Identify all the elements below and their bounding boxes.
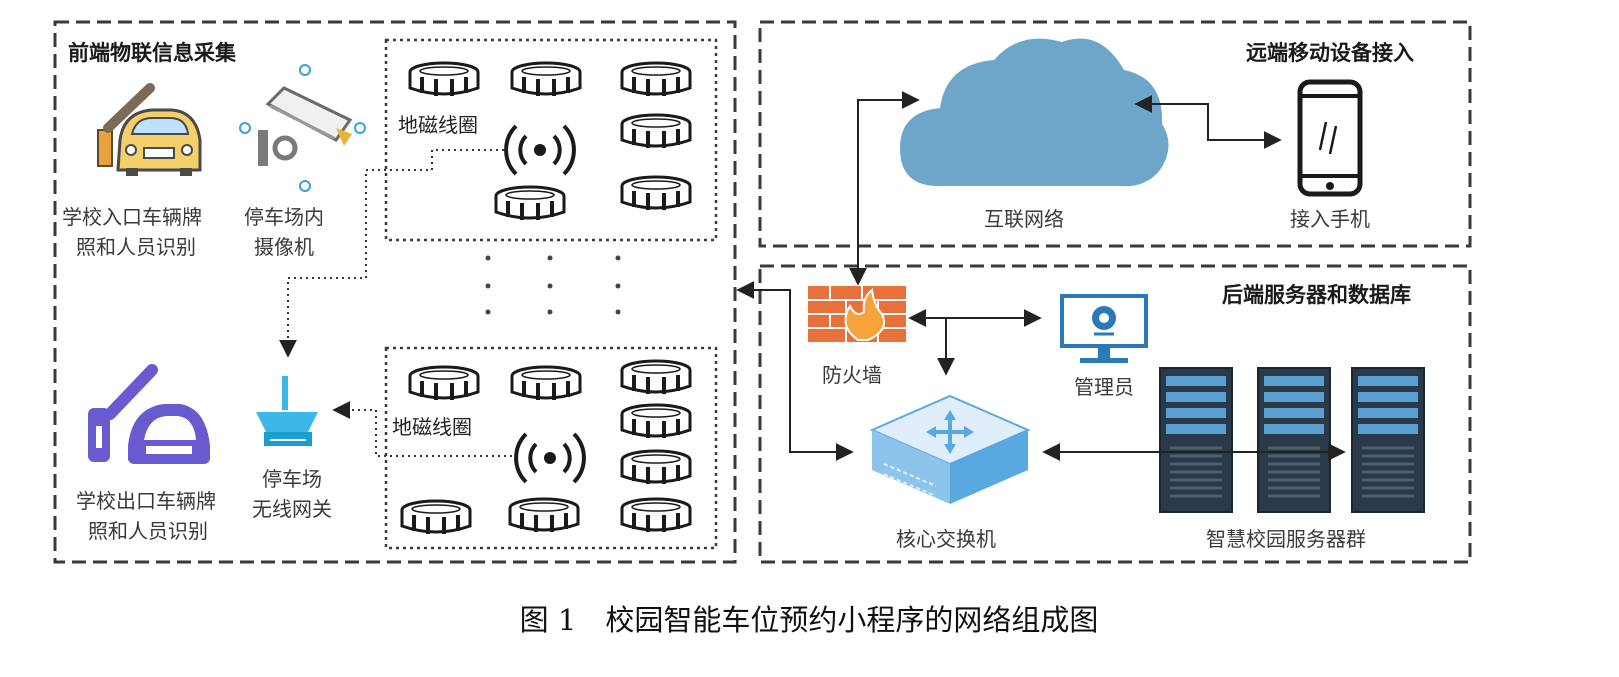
sensor-puck-icon — [400, 499, 472, 536]
frontend-section-title: 前端物联信息采集 — [68, 41, 237, 65]
sensor-puck-icon — [620, 113, 692, 150]
sensor-puck-icon — [408, 365, 480, 402]
sensor-puck-icon — [494, 185, 566, 222]
camera-label-line2: 摄像机 — [254, 235, 314, 259]
exit-label-line1: 学校出口车辆牌 — [76, 489, 216, 513]
entrance-gate-icon — [97, 83, 202, 176]
entrance-label-line1: 学校入口车辆牌 — [62, 205, 202, 229]
cloud-icon — [900, 38, 1169, 187]
server-icon — [1350, 366, 1426, 514]
core-switch-icon — [869, 394, 1031, 504]
figure-caption: 图 1 校园智能车位预约小程序的网络组成图 — [520, 603, 1099, 637]
admin-monitor-icon — [1060, 294, 1148, 363]
wireless-gateway-icon — [256, 376, 318, 446]
camera-icon — [239, 64, 366, 192]
wireless-signal-icon — [504, 124, 576, 176]
frontend-section-border — [53, 20, 737, 564]
admin-label: 管理员 — [1074, 375, 1134, 399]
firewall-label: 防火墙 — [822, 363, 882, 387]
sensor-puck-icon — [620, 403, 692, 440]
backend-section-title: 后端服务器和数据库 — [1222, 283, 1411, 307]
sensor-group-top-box — [384, 38, 718, 242]
exit-label-line2: 照和人员识别 — [88, 519, 208, 543]
phone-label: 接入手机 — [1290, 207, 1370, 231]
remote-section-title: 远端移动设备接入 — [1246, 41, 1414, 65]
entrance-label-line2: 照和人员识别 — [76, 235, 196, 259]
sensor-puck-icon — [620, 61, 692, 98]
firewall-icon — [808, 286, 906, 342]
sensor-top-to-gateway-connector — [279, 149, 504, 358]
sensor-group-top-label: 地磁线圈 — [398, 113, 478, 137]
server-icon — [1256, 366, 1332, 514]
sensor-bottom-to-gateway-connector — [332, 401, 512, 457]
server-icon — [1158, 366, 1234, 514]
sensor-puck-icon — [620, 449, 692, 486]
sensor-puck-icon — [408, 61, 480, 98]
gateway-label-line1: 停车场 — [262, 467, 322, 491]
sensor-group-bottom-box — [384, 346, 718, 550]
sensor-puck-icon — [510, 365, 582, 402]
phone-icon — [1297, 79, 1363, 197]
firewall-cloud-connector — [849, 91, 920, 286]
gateway-label-line2: 无线网关 — [252, 497, 332, 521]
sensor-puck-icon — [620, 497, 692, 534]
sensor-puck-icon — [620, 359, 692, 396]
remote-section-border — [758, 20, 1472, 248]
wireless-signal-icon — [514, 432, 586, 484]
switch-label: 核心交换机 — [896, 527, 996, 551]
camera-label-line1: 停车场内 — [244, 205, 324, 229]
sensor-puck-icon — [508, 497, 580, 534]
ellipsis-dots — [485, 255, 621, 315]
sensor-group-bottom-label: 地磁线圈 — [392, 415, 472, 439]
sensor-puck-icon — [620, 175, 692, 212]
exit-gate-icon — [88, 364, 210, 464]
sensor-puck-icon — [510, 61, 582, 98]
frontend-switch-connector — [736, 281, 854, 461]
internet-label: 互联网络 — [984, 207, 1064, 231]
servers-label: 智慧校园服务器群 — [1206, 527, 1366, 551]
cloud-phone-connector — [1134, 95, 1282, 149]
